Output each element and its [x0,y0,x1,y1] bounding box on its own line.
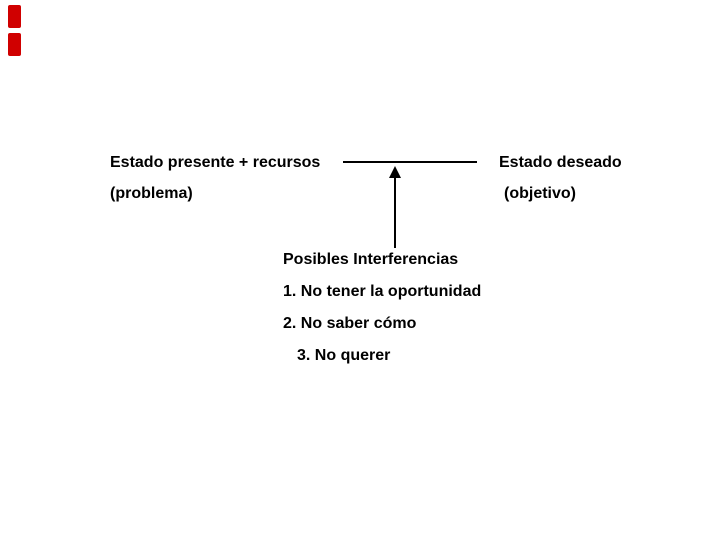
desired-state-sublabel: (objetivo) [504,185,576,202]
red-accent-bar-top [8,5,21,28]
desired-state-label: Estado deseado [499,154,622,171]
red-accent-bar-bottom [8,33,21,56]
states-connector-line [343,161,477,163]
interference-item-3: 3. No querer [297,347,391,364]
present-state-label: Estado presente + recursos [110,154,321,171]
up-arrow-shaft [394,176,396,248]
interference-item-2: 2. No saber cómo [283,315,417,332]
up-arrow-icon [389,166,401,178]
interference-item-1: 1. No tener la oportunidad [283,283,482,300]
interferences-title: Posibles Interferencias [283,251,459,268]
present-state-sublabel: (problema) [110,185,193,202]
